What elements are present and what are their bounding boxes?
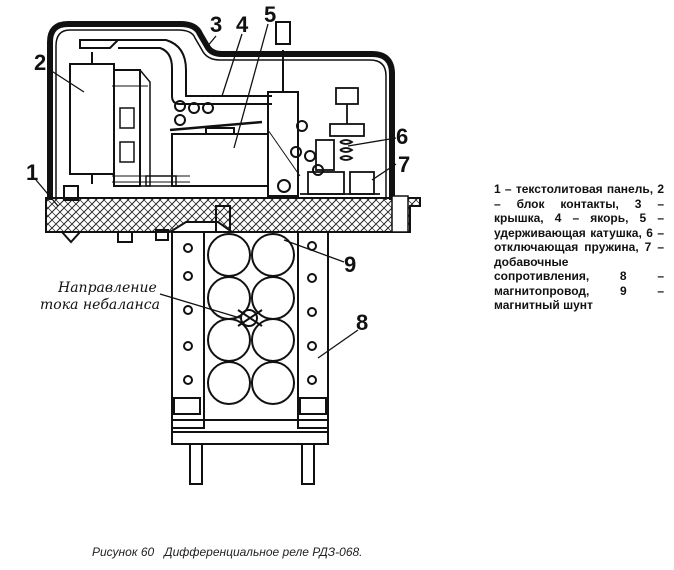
callout-2: 2 bbox=[34, 50, 46, 75]
callout-5: 5 bbox=[264, 2, 276, 27]
callout-6: 6 bbox=[396, 124, 408, 149]
annotation-line-2: тока небаланса bbox=[40, 297, 160, 313]
callout-7: 7 bbox=[398, 152, 410, 177]
callout-4: 4 bbox=[236, 12, 249, 37]
callout-8: 8 bbox=[356, 310, 368, 335]
leader-lines bbox=[35, 23, 397, 359]
magnetic-shunt bbox=[237, 309, 263, 327]
contact-block bbox=[69, 52, 190, 187]
windings bbox=[203, 231, 299, 421]
armature bbox=[79, 39, 272, 132]
cover bbox=[47, 21, 395, 200]
holding-coil bbox=[171, 21, 324, 197]
textolite-panel bbox=[45, 195, 421, 233]
tripping-spring bbox=[315, 87, 365, 171]
additional-resistors bbox=[300, 171, 380, 195]
terminals bbox=[59, 185, 231, 244]
callout-9: 9 bbox=[344, 252, 356, 277]
figure-caption: Рисунок 60 Дифференциальное реле РДЗ-068… bbox=[92, 545, 363, 559]
annotation-line-1: Направление bbox=[57, 280, 157, 296]
callout-3: 3 bbox=[210, 12, 222, 37]
callout-1: 1 bbox=[26, 160, 38, 185]
legend-text: 1 – текстолитовая панель, 2 – блок конта… bbox=[494, 182, 664, 312]
magnetic-circuit bbox=[171, 231, 329, 485]
